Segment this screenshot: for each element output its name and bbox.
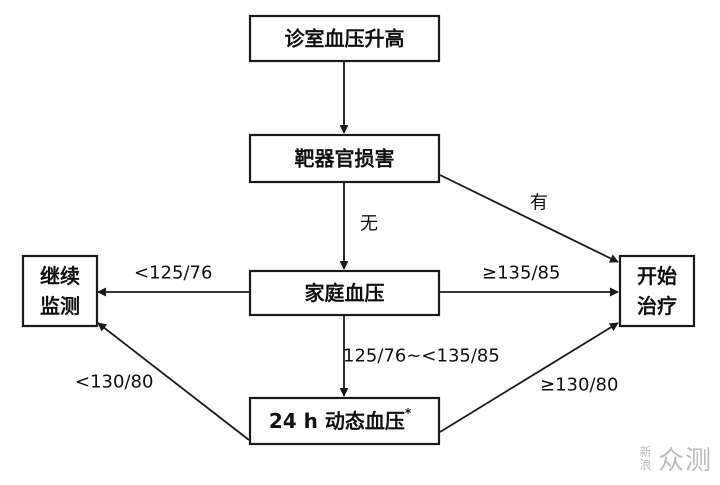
node-clinic-bp-high-label: 诊室血压升高	[285, 27, 405, 51]
node-home-bp: 家庭血压	[248, 269, 441, 317]
node-continue-monitoring-line2: 监测	[40, 294, 80, 318]
node-target-organ-damage-label: 靶器官损害	[295, 147, 395, 171]
node-target-organ-damage: 靶器官损害	[248, 133, 441, 184]
node-clinic-bp-high: 诊室血压升高	[248, 14, 441, 63]
node-ambulatory-bp-label: 24 h 动态血压*	[269, 406, 412, 433]
edge-label-ambulatory-high: ≥130/80	[540, 375, 618, 396]
edge-label-yes: 有	[530, 193, 548, 214]
node-continue-monitoring: 继续 监测	[21, 254, 99, 328]
watermark-small-text: 新 浪	[639, 444, 652, 472]
node-home-bp-label: 家庭血压	[305, 281, 385, 305]
watermark-logo: 新 浪 众测	[639, 440, 712, 477]
edge-ambulatory-to-treatment	[439, 322, 619, 433]
node-ambulatory-bp-text: 24 h 动态血压	[269, 409, 405, 433]
edge-label-home-mid: 125/76~<135/85	[343, 346, 500, 367]
node-ambulatory-bp-asterisk: *	[405, 406, 412, 420]
edge-label-no: 无	[360, 214, 378, 235]
edge-ambulatory-to-monitoring	[97, 322, 250, 441]
edge-label-ambulatory-low: <130/80	[75, 372, 153, 393]
node-continue-monitoring-line1: 继续	[40, 264, 80, 288]
edge-label-home-low: <125/76	[134, 263, 212, 284]
edge-organ-to-treatment	[439, 174, 619, 263]
watermark-small-2: 浪	[639, 457, 652, 472]
watermark-small-1: 新	[639, 444, 652, 459]
watermark-big-text: 众测	[657, 446, 712, 476]
node-start-treatment-line2: 治疗	[637, 294, 677, 318]
node-ambulatory-bp: 24 h 动态血压*	[248, 396, 441, 446]
edge-label-home-high: ≥135/85	[482, 263, 560, 284]
node-start-treatment-line1: 开始	[637, 264, 677, 288]
node-start-treatment: 开始 治疗	[618, 254, 696, 328]
